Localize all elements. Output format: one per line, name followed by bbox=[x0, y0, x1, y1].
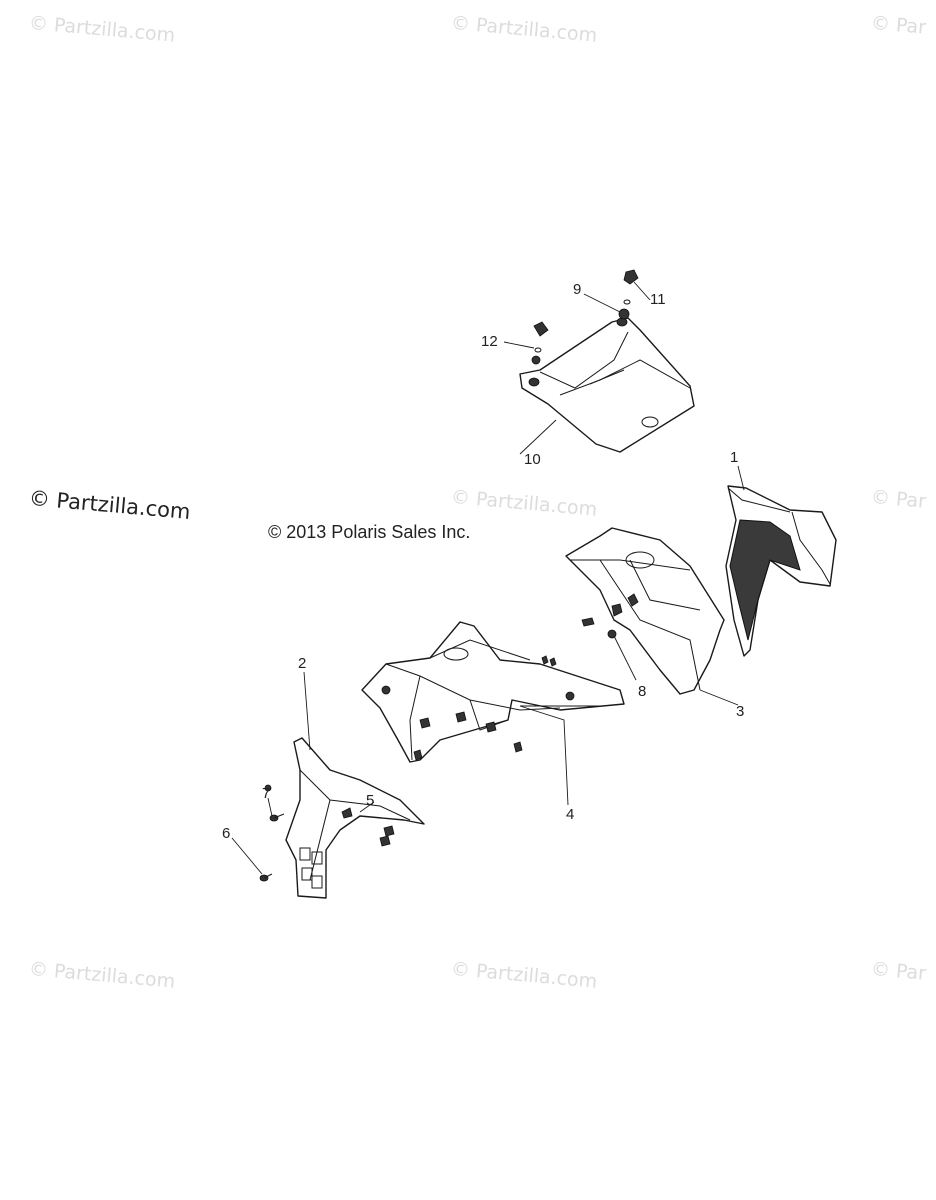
callout-4: 4 bbox=[566, 806, 575, 823]
hardware-7-screw bbox=[264, 784, 285, 822]
hardware-12-clip bbox=[531, 321, 549, 365]
callout-2: 2 bbox=[298, 655, 307, 672]
callout-12: 12 bbox=[481, 333, 498, 350]
callout-11: 11 bbox=[650, 291, 666, 308]
callout-5: 5 bbox=[366, 792, 375, 809]
part-10-cover bbox=[519, 317, 695, 453]
part-1-side-panel bbox=[725, 485, 837, 657]
callout-8: 8 bbox=[638, 683, 647, 700]
part-4-center-panel bbox=[361, 621, 625, 763]
callout-10: 10 bbox=[524, 451, 541, 468]
leader-lines bbox=[231, 281, 745, 875]
hardware-6-screw bbox=[259, 873, 273, 882]
callout-1: 1 bbox=[730, 449, 739, 466]
callout-9: 9 bbox=[573, 281, 582, 298]
callout-7: 7 bbox=[262, 785, 271, 802]
part-2-side-panel bbox=[285, 737, 425, 899]
copyright-notice: © 2013 Polaris Sales Inc. bbox=[268, 522, 471, 542]
hardware-11-clip bbox=[623, 269, 639, 305]
callout-6: 6 bbox=[222, 825, 231, 842]
callout-3: 3 bbox=[736, 703, 745, 720]
part-3-rear-panel bbox=[565, 527, 725, 695]
hardware-9-nut bbox=[618, 308, 630, 320]
